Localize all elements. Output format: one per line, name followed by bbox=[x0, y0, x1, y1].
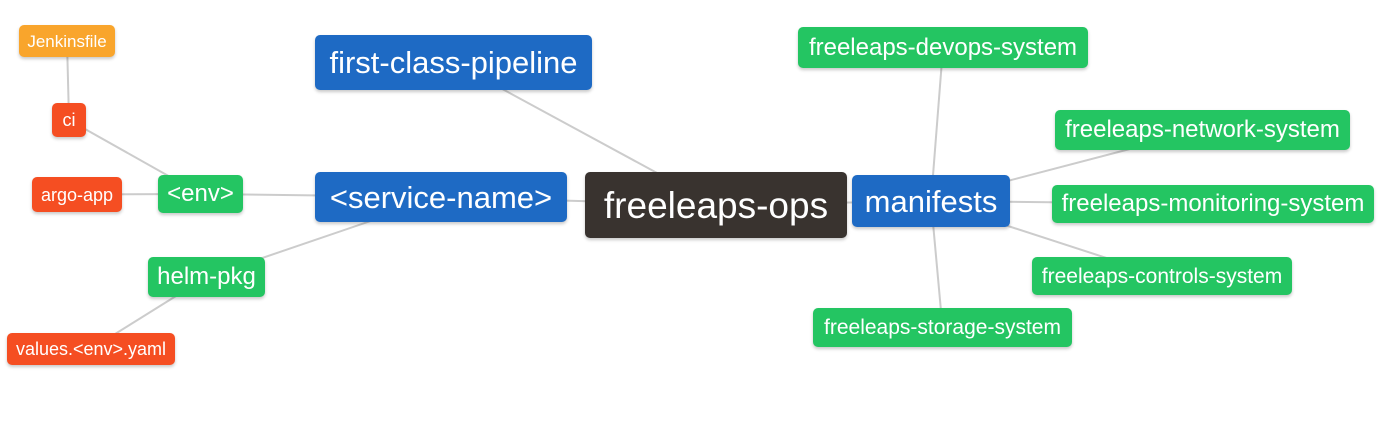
mindmap-node-ci[interactable]: ci bbox=[52, 103, 86, 137]
mindmap-node-first-class-pipeline[interactable]: first-class-pipeline bbox=[315, 35, 592, 90]
mindmap-node-freeleaps-monitoring-system[interactable]: freeleaps-monitoring-system bbox=[1052, 185, 1374, 223]
mindmap-node-argo-app[interactable]: argo-app bbox=[32, 177, 122, 212]
mindmap-node-jenkinsfile[interactable]: Jenkinsfile bbox=[19, 25, 115, 57]
mindmap-node-env[interactable]: <env> bbox=[158, 175, 243, 213]
mindmap-node-freeleaps-ops[interactable]: freeleaps-ops bbox=[585, 172, 847, 238]
mindmap-node-freeleaps-devops-system[interactable]: freeleaps-devops-system bbox=[798, 27, 1088, 68]
mindmap-node-helm-pkg[interactable]: helm-pkg bbox=[148, 257, 265, 297]
mindmap-node-freeleaps-storage-system[interactable]: freeleaps-storage-system bbox=[813, 308, 1072, 347]
mindmap-node-values-env-yaml[interactable]: values.<env>.yaml bbox=[7, 333, 175, 365]
mindmap-node-manifests[interactable]: manifests bbox=[852, 175, 1010, 227]
mindmap-node-service-name[interactable]: <service-name> bbox=[315, 172, 567, 222]
mindmap-node-freeleaps-network-system[interactable]: freeleaps-network-system bbox=[1055, 110, 1350, 150]
mindmap-node-freeleaps-controls-system[interactable]: freeleaps-controls-system bbox=[1032, 257, 1292, 295]
